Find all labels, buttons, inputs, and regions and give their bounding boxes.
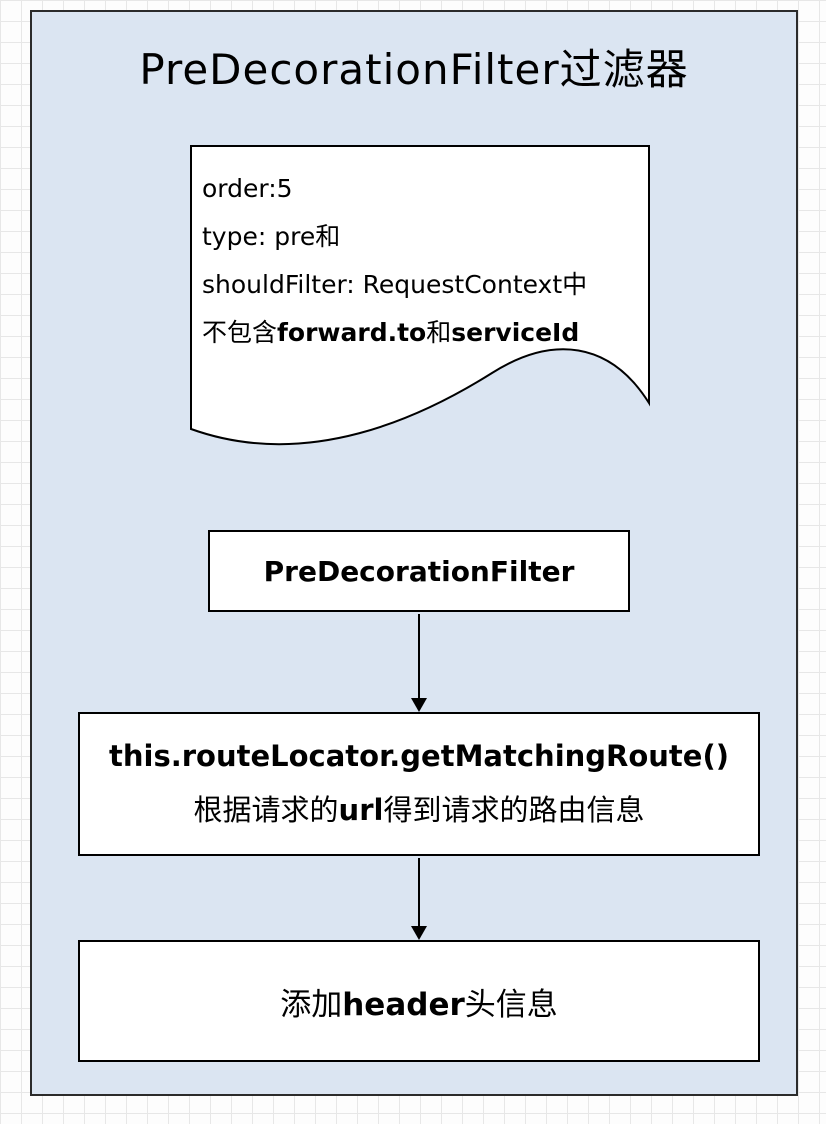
flow-arrow-1 — [411, 614, 427, 712]
diagram-title: PreDecorationFilter过滤器 — [139, 45, 689, 94]
note-line-condition: 不包含forward.to和serviceId — [202, 309, 644, 357]
note-line-order: order:5 — [202, 174, 293, 203]
note-condition-forward-to: forward.to — [277, 318, 427, 347]
arrow-head-icon — [411, 698, 427, 712]
flow-arrow-2 — [411, 858, 427, 940]
route-method-label: this.routeLocator.getMatchingRoute() — [109, 738, 729, 773]
add-header-text-2: 头信息 — [464, 986, 558, 1023]
node-predecoration-filter: PreDecorationFilter — [208, 530, 630, 612]
route-desc-url: url — [338, 793, 384, 828]
route-desc-text: 根据请求的 — [193, 793, 339, 828]
add-header-text: 添加 — [280, 986, 343, 1023]
node-add-header: 添加header头信息 — [78, 940, 760, 1062]
note-condition-serviceid: serviceId — [451, 318, 580, 347]
note-condition-text: 不包含 — [202, 318, 278, 347]
node-get-matching-route: this.routeLocator.getMatchingRoute() 根据请… — [78, 712, 760, 856]
add-header-label: 添加header头信息 — [280, 979, 558, 1024]
arrow-head-icon — [411, 926, 427, 940]
route-description-label: 根据请求的url得到请求的路由信息 — [194, 787, 645, 829]
flowchart-panel: PreDecorationFilter过滤器 order:5 type: pre… — [30, 10, 798, 1096]
arrow-shaft — [418, 614, 420, 698]
document-shape-outline — [190, 145, 650, 446]
note-condition-and: 和 — [426, 318, 452, 347]
note-line-type: type: pre和 — [202, 222, 341, 251]
note-text: order:5 type: pre和 shouldFilter: Request… — [202, 165, 644, 357]
note-shape: order:5 type: pre和 shouldFilter: Request… — [190, 145, 650, 477]
note-line-shouldfilter: shouldFilter: RequestContext中 — [202, 270, 588, 299]
route-desc-text-2: 得到请求的路由信息 — [383, 793, 645, 828]
arrow-shaft — [418, 858, 420, 926]
add-header-keyword: header — [342, 986, 465, 1023]
